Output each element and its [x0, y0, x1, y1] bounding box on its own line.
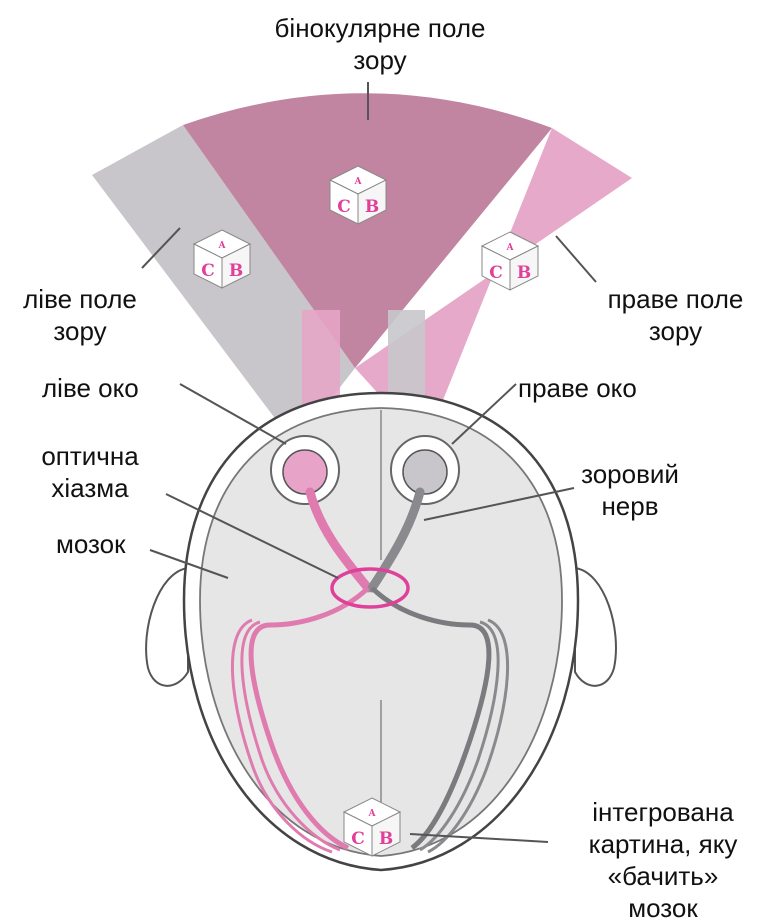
label-left-eye: ліве око: [42, 372, 139, 404]
ear-left: [146, 568, 188, 686]
label-left-field: ліве поле зору: [0, 283, 160, 347]
label-integrated-image-line4: мозок: [568, 892, 758, 922]
label-binocular-field-line2: зору: [230, 44, 530, 76]
label-binocular-field: бінокулярне поле зору: [230, 12, 530, 76]
label-right-eye: праве око: [518, 372, 637, 404]
label-integrated-image-line1: інтегрована: [568, 796, 758, 828]
label-optic-nerve: зоровий нерв: [565, 458, 695, 522]
label-integrated-image-line3: «бачить»: [568, 860, 758, 892]
ear-right: [575, 568, 616, 686]
label-right-field-line1: праве поле: [590, 283, 761, 315]
label-optic-nerve-line1: зоровий: [565, 458, 695, 490]
label-optic-chiasm-line1: оптична: [20, 440, 160, 472]
label-brain: мозок: [56, 528, 126, 560]
label-left-field-line1: ліве поле: [0, 283, 160, 315]
label-left-field-line2: зору: [0, 315, 160, 347]
label-integrated-image-line2: картина, яку: [568, 828, 758, 860]
label-integrated-image: інтегрована картина, яку «бачить» мозок: [568, 796, 758, 922]
label-optic-chiasm-line2: хіазма: [20, 472, 160, 504]
label-optic-chiasm: оптична хіазма: [20, 440, 160, 504]
label-binocular-field-line1: бінокулярне поле: [230, 12, 530, 44]
leader-right-field: [556, 236, 596, 282]
left-eye-inner: [283, 450, 327, 494]
label-right-field: праве поле зору: [590, 283, 761, 347]
right-eye-inner: [403, 450, 447, 494]
label-optic-nerve-line2: нерв: [565, 490, 695, 522]
label-right-field-line2: зору: [590, 315, 761, 347]
